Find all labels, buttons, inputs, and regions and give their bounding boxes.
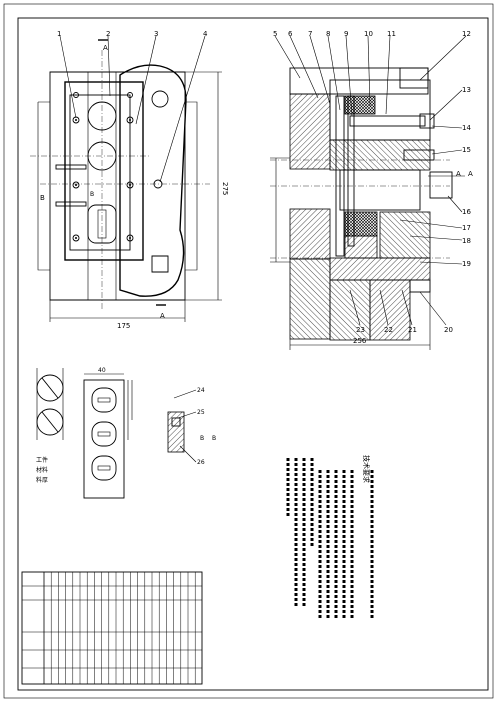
section-balloons: 5 6 7 8 9 10 11 12 13 14 15 16 17 18 19 …: [273, 30, 471, 334]
workpiece-label: 工件: [36, 456, 48, 464]
balloon-9: 9: [344, 30, 348, 38]
section-mark-a-right-2: A: [468, 170, 473, 178]
balloon-1: 1: [57, 30, 61, 38]
section-mark-b-mid: B: [90, 191, 94, 198]
plan-height-dimension: 275: [221, 182, 229, 195]
balloon-24: 24: [197, 387, 205, 394]
balloon-6: 6: [288, 30, 293, 38]
parts-list-grid: [22, 572, 202, 684]
balloon-22: 22: [384, 326, 393, 334]
section-view: 256 A A: [270, 35, 473, 350]
detail-view: 24 25 26 B B: [167, 387, 216, 466]
section-mark-b-left: B: [40, 194, 45, 202]
balloon-4: 4: [203, 30, 208, 38]
balloon-16: 16: [462, 208, 471, 216]
note-lines: [286, 458, 374, 620]
title-block: [21, 571, 203, 685]
balloon-26: 26: [197, 459, 205, 466]
balloon-3: 3: [154, 30, 158, 38]
notes-title: 技术要求: [362, 455, 371, 483]
technical-notes: 技术要求: [286, 455, 374, 620]
section-mark-a-top: A: [103, 44, 108, 52]
plan-width-dimension: 175: [117, 322, 130, 330]
balloon-21: 21: [408, 326, 417, 334]
balloon-20: 20: [444, 326, 453, 334]
plan-view: 175 275 A A B B: [30, 35, 229, 330]
balloon-7: 7: [308, 30, 312, 38]
balloon-14: 14: [462, 124, 471, 132]
balloon-15: 15: [462, 146, 471, 154]
section-mark-b-detail-2: B: [212, 435, 216, 442]
balloon-23: 23: [356, 326, 365, 334]
balloon-11: 11: [387, 30, 396, 38]
workpiece-view: 工件 材料 料厚: [36, 368, 64, 484]
balloon-19: 19: [462, 260, 471, 268]
inner-frame: [17, 17, 489, 691]
section-width-dimension: 256: [353, 337, 367, 345]
section-mark-a-bottom: A: [160, 312, 165, 320]
section-mark-b-detail: B: [200, 435, 204, 442]
thickness-label: 料厚: [36, 476, 48, 484]
plan-balloons: 1 2 3 4: [57, 30, 208, 38]
balloon-2: 2: [106, 30, 110, 38]
balloon-13: 13: [462, 86, 471, 94]
balloon-8: 8: [326, 30, 330, 38]
balloon-5: 5: [273, 30, 277, 38]
balloon-18: 18: [462, 237, 471, 245]
strip-layout-view: 40: [83, 367, 133, 499]
material-label: 材料: [36, 466, 48, 474]
balloon-17: 17: [462, 224, 471, 232]
section-mark-a-right: A: [456, 170, 461, 178]
balloon-12: 12: [462, 30, 471, 38]
outer-border: [3, 3, 494, 699]
balloon-10: 10: [364, 30, 373, 38]
strip-width-dimension: 40: [98, 367, 106, 374]
balloon-25: 25: [197, 409, 205, 416]
